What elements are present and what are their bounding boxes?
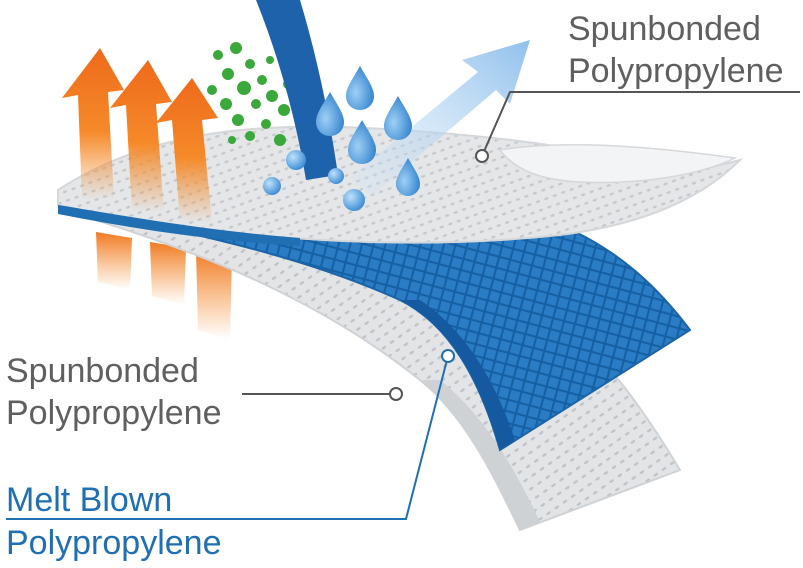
- layer-spunbond-top-curl: [498, 143, 738, 184]
- particle-icon: [207, 42, 312, 146]
- airflow-arrow-icon: [350, 40, 530, 196]
- layer-meltblown-edge: [400, 300, 515, 450]
- label-bottom-line2: Polypropylene: [6, 524, 222, 562]
- water-stream-icon: [256, 0, 338, 180]
- heat-arrow-icon: [62, 48, 218, 222]
- layer-spunbond-bottom-edge: [420, 380, 540, 530]
- water-ball-icon: [263, 150, 365, 211]
- callout-bottom: [6, 349, 455, 520]
- label-middle-line2: Polypropylene: [6, 394, 222, 432]
- callout-middle: [242, 387, 403, 401]
- label-top-line1: Spunbonded: [568, 10, 761, 48]
- label-top-line2: Polypropylene: [568, 52, 784, 90]
- water-droplet-icon: [316, 66, 420, 196]
- callout-top: [475, 91, 800, 163]
- layer-spunbond-top-edge: [58, 205, 300, 246]
- label-bottom-line1: Melt Blown: [6, 481, 173, 519]
- heat-arrows-lower: [96, 232, 232, 340]
- label-middle-line1: Spunbonded: [6, 352, 199, 390]
